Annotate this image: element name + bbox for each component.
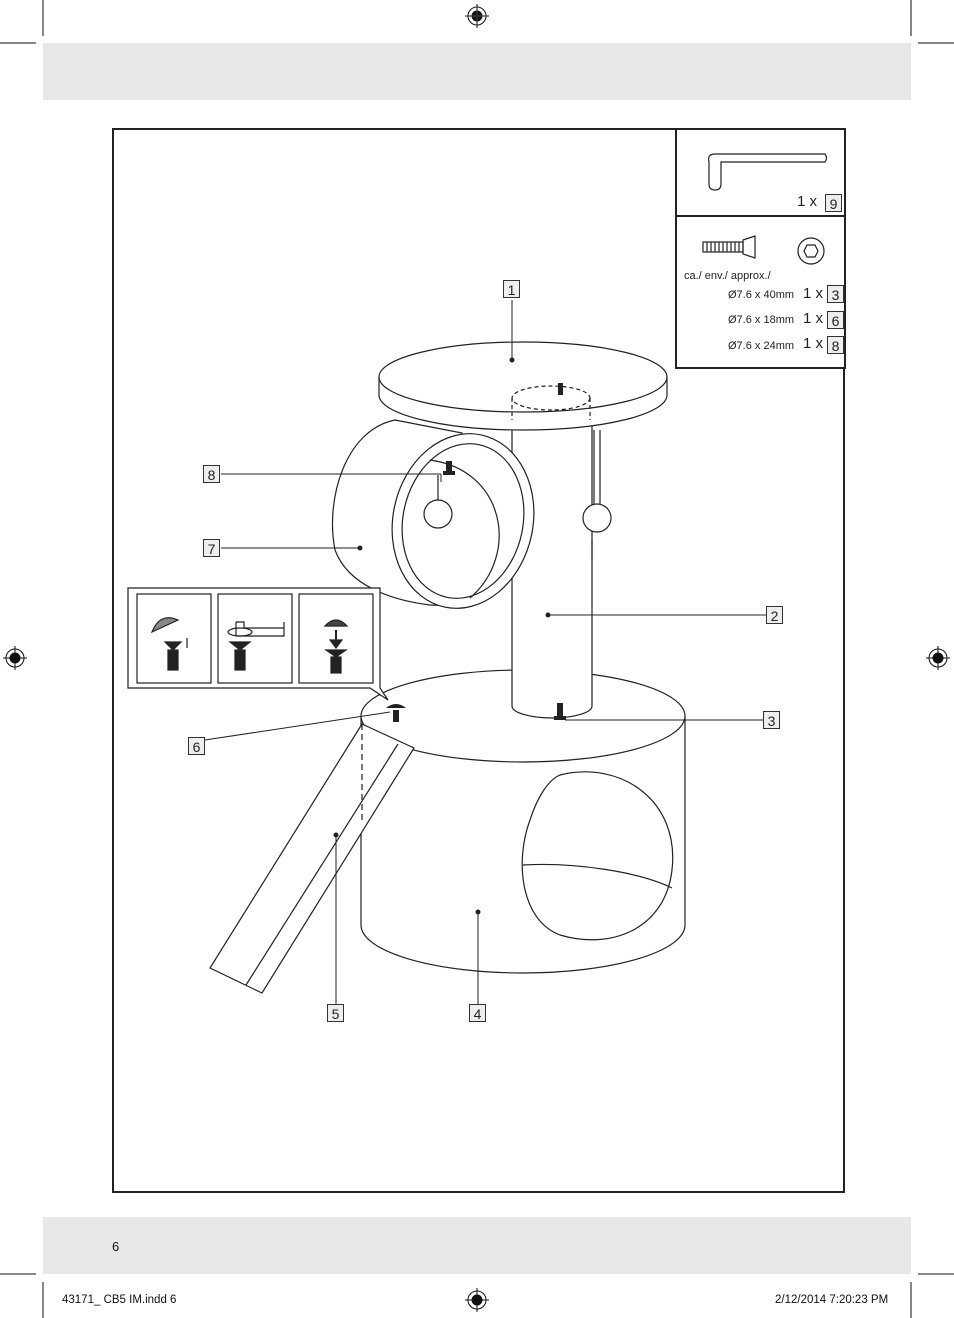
screw-icon	[702, 235, 756, 259]
callout-7: 7	[203, 539, 220, 557]
callout-2: 2	[766, 606, 783, 624]
ramp-part	[209, 723, 415, 994]
allen-key-qty: 1 x	[797, 193, 818, 210]
callout-3: 3	[763, 711, 780, 729]
top-platform-part	[378, 341, 668, 431]
registration-mark-bottom-icon	[465, 1288, 489, 1312]
screw-size-1: Ø7.6 x 40mm	[728, 289, 795, 301]
callout-8: 8	[203, 465, 220, 483]
page-number: 6	[112, 1239, 120, 1254]
screw-size-3: Ø7.6 x 24mm	[728, 340, 795, 352]
callout-1: 1	[503, 280, 520, 298]
screw-icons	[386, 383, 566, 722]
allen-key-icon	[708, 153, 828, 191]
hanging-toy	[582, 430, 612, 533]
screw-part-number-1: 3	[827, 285, 844, 303]
approx-label: ca./ env./ approx./	[684, 270, 771, 282]
parts-box: 1 x 9 ca./ env./ approx./ Ø7.6 x 40mm 1 …	[675, 128, 846, 369]
tunnel-part	[331, 419, 535, 609]
illustration-frame	[112, 128, 845, 1193]
screw-qty-2: 1 x	[803, 310, 824, 327]
footer-timestamp: 2/12/2014 7:20:23 PM	[775, 1294, 889, 1306]
footer-band	[43, 1217, 911, 1274]
screw-qty-3: 1 x	[803, 335, 824, 352]
callout-6: 6	[188, 737, 205, 755]
cap-detail-inset	[127, 587, 389, 701]
base-cylinder-part	[360, 669, 686, 974]
screw-size-2: Ø7.6 x 18mm	[728, 314, 795, 326]
footer-filename: 43171_ CB5 IM.indd 6	[62, 1294, 177, 1306]
screw-part-number-2: 6	[827, 311, 844, 329]
screw-part-number-3: 8	[827, 336, 844, 354]
registration-mark-top-icon	[465, 4, 489, 28]
registration-mark-left-icon	[3, 646, 27, 670]
callout-4: 4	[469, 1004, 486, 1022]
screw-qty-1: 1 x	[803, 285, 824, 302]
registration-mark-right-icon	[926, 646, 950, 670]
parts-drawings	[702, 153, 828, 265]
allen-key-part-number: 9	[825, 194, 842, 212]
parts-divider	[677, 215, 844, 217]
header-band	[43, 43, 911, 100]
callout-5: 5	[327, 1004, 344, 1022]
leader-lines	[204, 300, 766, 1005]
hex-nut-icon	[797, 237, 825, 265]
